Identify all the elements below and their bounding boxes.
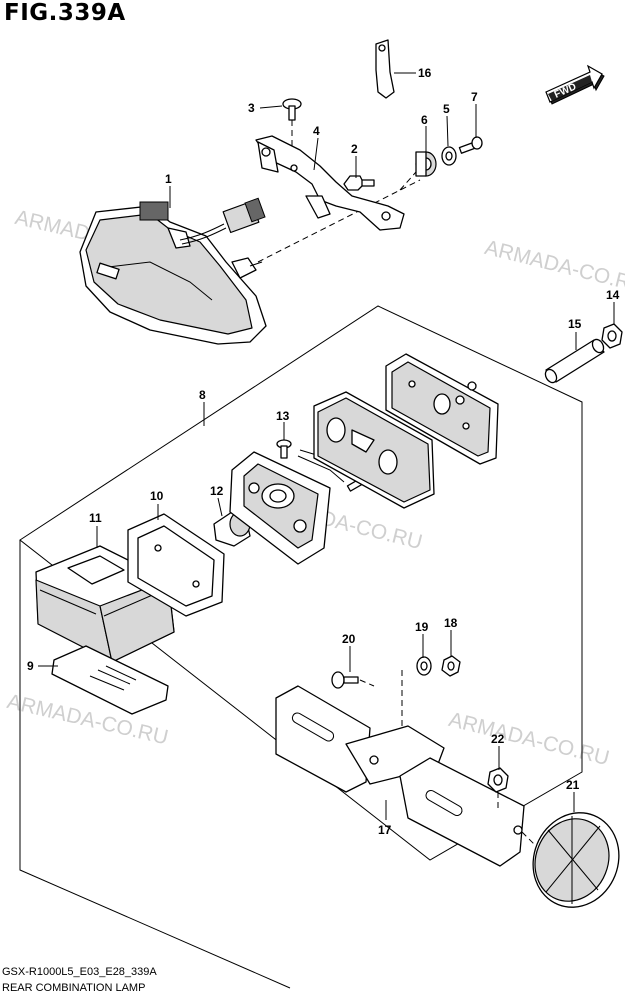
assembly-line (399, 171, 417, 191)
callout-21: 21 (566, 778, 580, 792)
figure-name: REAR COMBINATION LAMP (2, 982, 146, 994)
part-7-screw (458, 136, 483, 154)
callout-2: 2 (351, 142, 358, 156)
part-9-plate (51, 645, 169, 715)
part-5-washer (441, 146, 457, 166)
callout-1: 1 (165, 172, 172, 186)
callout-9: 9 (27, 659, 34, 673)
assembly-8-boundary-lower (19, 540, 291, 989)
assembly-line (521, 831, 535, 845)
callout-19: 19 (415, 620, 429, 634)
callout-17: 17 (378, 823, 392, 837)
assembly-line (359, 679, 375, 687)
callout-22: 22 (491, 732, 505, 746)
callout-15: 15 (568, 317, 582, 331)
callout-16: 16 (418, 66, 432, 80)
lamp-case-block (313, 391, 435, 509)
part-16-clamp (375, 39, 395, 99)
callout-3: 3 (248, 101, 255, 115)
fwd-arrow-icon: FWD (545, 64, 605, 105)
model-code: GSX-R1000L5_E03_E28_339A (2, 966, 157, 978)
part-17-plate-bracket (275, 685, 525, 867)
part-3-screw (282, 98, 302, 150)
part-14-nut (601, 323, 623, 349)
callout-leaders (38, 72, 615, 820)
callout-20: 20 (342, 632, 356, 646)
callout-13: 13 (276, 409, 290, 423)
part-19-washer (416, 656, 432, 676)
figure-title: FIG.339A (4, 0, 126, 26)
callout-18: 18 (444, 616, 458, 630)
part-2-bolt (343, 175, 375, 191)
lamp-socket-plate (229, 449, 364, 565)
rear-cover-plate (385, 353, 499, 465)
part-4-lamp-bracket (255, 135, 405, 231)
callout-8: 8 (199, 388, 206, 402)
callout-11: 11 (89, 511, 102, 525)
part-21-reflector (532, 812, 620, 908)
part-15-spacer (544, 338, 605, 384)
callout-5: 5 (443, 102, 450, 116)
assembly-line (257, 179, 421, 263)
part-13-screw (276, 439, 292, 459)
assembly-8-boundary (19, 305, 583, 861)
part-22-nut (487, 767, 509, 793)
callout-12: 12 (210, 484, 224, 498)
callout-7: 7 (471, 90, 478, 104)
part-6-grommet (415, 151, 437, 177)
part-10-gasket (127, 513, 225, 617)
callout-10: 10 (150, 489, 164, 503)
callout-4: 4 (313, 124, 320, 138)
part-1-rear-lamp-housing (79, 197, 267, 345)
part-18-nut (441, 655, 461, 677)
callout-14: 14 (606, 288, 620, 302)
callout-numbers: 1 2 3 4 5 6 7 8 9 10 11 12 13 14 15 16 1… (27, 66, 620, 837)
part-20-screw (331, 671, 359, 689)
callout-6: 6 (421, 113, 428, 127)
